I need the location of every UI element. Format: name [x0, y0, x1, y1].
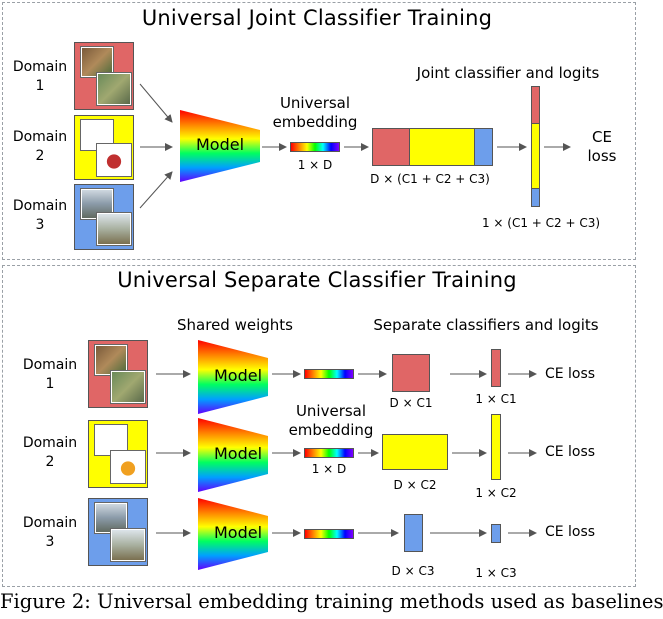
top-domain-3-images — [74, 184, 134, 250]
top-ce-loss: CE loss — [587, 128, 617, 165]
bottom-embedding-1-bar — [304, 369, 354, 379]
joint-training-title: Universal Joint Classifier Training — [141, 6, 493, 30]
bottom-embedding-dim: 1 × D — [311, 462, 347, 476]
bottom-embedding-label: Universal embedding — [288, 402, 374, 439]
separate-training-title: Universal Separate Classifier Training — [117, 268, 517, 292]
bottom-embedding-3-bar — [304, 529, 354, 539]
painting-thumbnail — [81, 47, 113, 77]
joint-logits-c3 — [531, 188, 540, 207]
arrow — [139, 171, 173, 209]
bottom-model-3-trapezoid — [198, 498, 268, 570]
classifier-c2 — [382, 434, 448, 470]
bottom-domain-2-images — [88, 420, 148, 488]
classifier-c3-dim: D × C3 — [391, 564, 435, 578]
classifier-c2-dim: D × C2 — [393, 478, 437, 492]
painting-thumbnail — [97, 73, 131, 105]
arrow — [139, 83, 173, 123]
ce-loss-1: CE loss — [544, 366, 596, 382]
painting-thumbnail — [95, 345, 127, 375]
photo-thumbnail — [97, 213, 131, 245]
bottom-embedding-2-bar — [304, 448, 354, 458]
joint-classifier-c3 — [474, 128, 493, 166]
top-domain-2-label: Domain 2 — [12, 129, 68, 164]
logits-c2-dim: 1 × C2 — [475, 486, 517, 500]
bottom-model-2-label: Model — [213, 444, 263, 463]
painting-thumbnail — [111, 371, 145, 403]
bottom-domain-1-images — [88, 340, 148, 408]
top-domain-1-label: Domain 1 — [12, 59, 68, 94]
logits-c1 — [491, 349, 501, 387]
joint-logits-dim: 1 × (C1 + C2 + C3) — [481, 216, 601, 230]
top-domain-1-images — [74, 42, 134, 110]
logits-c3 — [491, 524, 501, 543]
top-domain-2-images — [74, 115, 134, 180]
logits-c3-dim: 1 × C3 — [475, 566, 517, 580]
top-domain-3-label: Domain 3 — [12, 198, 68, 233]
ce-loss-3: CE loss — [544, 524, 596, 540]
top-embedding-bar — [290, 142, 340, 152]
clipart-thumbnail — [111, 451, 145, 483]
separate-training-panel — [2, 265, 636, 587]
clipart-thumbnail — [97, 144, 131, 176]
joint-classifier-dim: D × (C1 + C2 + C3) — [370, 172, 490, 186]
joint-classifier-c1 — [372, 128, 410, 166]
classifier-c1 — [392, 354, 430, 392]
bottom-model-1-trapezoid — [198, 340, 268, 414]
flow-arrows — [139, 83, 571, 537]
logits-c1-dim: 1 × C1 — [475, 392, 517, 406]
top-embedding-dim: 1 × D — [297, 158, 333, 172]
bottom-model-1-label: Model — [213, 366, 263, 385]
bottom-model-3-label: Model — [213, 523, 263, 542]
joint-classifier-title: Joint classifier and logits — [416, 64, 600, 82]
classifier-c1-dim: D × C1 — [389, 396, 433, 410]
bottom-model-2-trapezoid — [198, 418, 268, 492]
ce-loss-2: CE loss — [544, 444, 596, 460]
photo-thumbnail — [111, 529, 145, 561]
logits-c2 — [491, 414, 501, 480]
top-model-trapezoid — [180, 110, 260, 182]
top-embedding-label: Universal embedding — [272, 94, 358, 131]
bottom-domain-1-label: Domain 1 — [22, 357, 78, 392]
figure-caption: Figure 2: Universal embedding training m… — [0, 590, 663, 613]
top-model-label: Model — [195, 135, 245, 154]
separate-classifiers-title: Separate classifiers and logits — [373, 316, 599, 334]
bottom-domain-3-images — [88, 498, 148, 566]
joint-classifier-c2 — [409, 128, 475, 166]
shared-weights-label: Shared weights — [177, 316, 293, 334]
bottom-domain-2-label: Domain 2 — [22, 435, 78, 470]
classifier-c3 — [404, 514, 423, 552]
bottom-domain-3-label: Domain 3 — [22, 515, 78, 550]
joint-training-panel — [2, 2, 636, 260]
